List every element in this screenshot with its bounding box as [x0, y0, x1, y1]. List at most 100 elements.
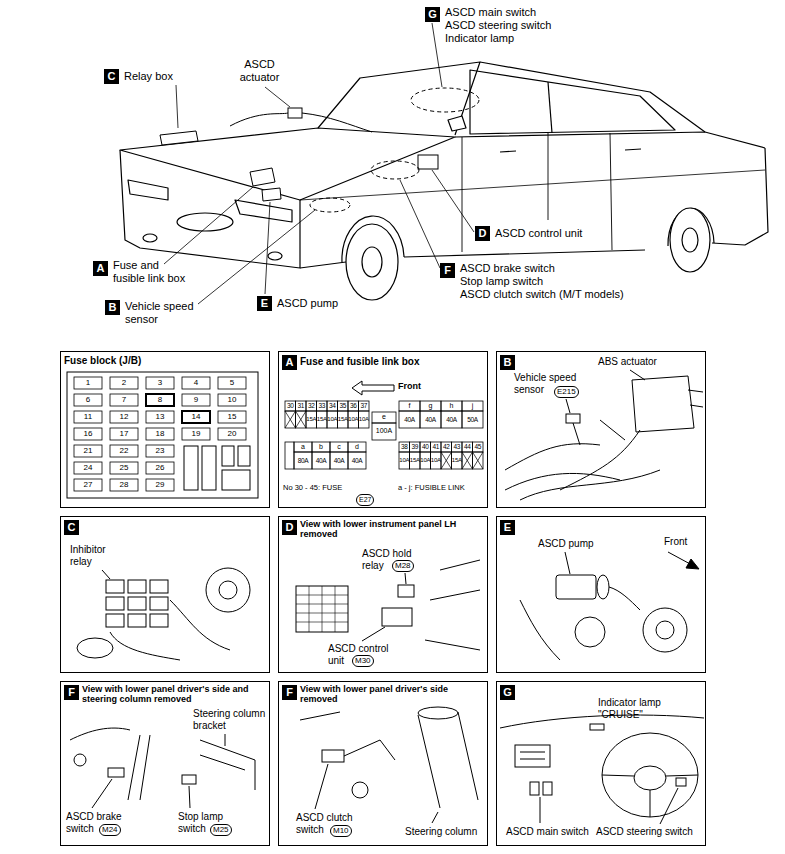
fuse-table-cell: 43	[452, 443, 463, 450]
car-body	[670, 208, 710, 272]
callout-label: ASCD steering switch	[445, 19, 551, 32]
fuse-table-cell: j	[462, 402, 483, 410]
car-body	[480, 62, 705, 132]
callout-letter-box: F	[64, 685, 79, 700]
part-label: Steering column bracket	[193, 708, 268, 731]
callout-letter: C	[104, 69, 119, 84]
fuse-cell	[441, 411, 462, 428]
fuse-cell	[110, 394, 138, 406]
fuse-table-cell: 100A	[372, 427, 396, 435]
fuse-table-cell: g	[420, 402, 441, 410]
blank-fuse-cross	[473, 452, 484, 469]
relay-box-view	[106, 580, 124, 593]
fuse-table-cell: 15A	[410, 457, 421, 464]
callout-label: Relay box	[124, 70, 173, 83]
fuse-cell	[74, 479, 102, 491]
pump-view	[556, 575, 596, 599]
callout-letter-box: D	[282, 520, 297, 535]
abs-view	[630, 370, 645, 380]
brake-switch-view	[128, 735, 150, 800]
part-label: ASCD actuator	[232, 58, 287, 83]
control-unit-view	[296, 586, 348, 632]
fuse-cell	[110, 462, 138, 474]
fuse-number: 29	[146, 481, 174, 490]
callout-label: ASCD main switch	[445, 6, 536, 19]
steering-wheel-view	[543, 782, 552, 795]
fuse-cell	[146, 377, 174, 389]
callout-letter: F	[440, 263, 455, 278]
fuse-table-cell: 15A	[452, 457, 463, 464]
fuse-table-cell: 10A	[359, 416, 370, 423]
car-body	[362, 247, 382, 277]
fuse-cell	[110, 445, 138, 457]
callout-label: Fuse and fusible link box	[113, 259, 191, 284]
fuse-cell	[338, 401, 349, 411]
pump-view	[686, 559, 699, 569]
callout-letter-box: A	[282, 355, 297, 370]
fuse-cell	[312, 452, 330, 469]
fuse-number: 4	[182, 379, 210, 388]
fuse-table-cell: 10A	[431, 457, 442, 464]
panel-heading: Fuse and fusible link box	[300, 356, 419, 368]
fuse-number: 3	[146, 379, 174, 388]
leader-line	[164, 187, 253, 264]
fuse-table-cell: 80A	[294, 457, 312, 464]
steering-wheel-view	[540, 797, 541, 823]
connector-number: M10	[330, 825, 352, 837]
clutch-switch-view	[418, 707, 458, 719]
clutch-switch-view	[352, 782, 368, 798]
hidden-location-ellipse	[310, 198, 350, 212]
car-body	[712, 148, 768, 245]
clutch-switch-view	[322, 750, 344, 762]
pump-view	[656, 621, 674, 639]
brake-switch-view	[182, 775, 196, 784]
fuse-table-cell: 10A	[348, 416, 359, 423]
fuse-table-cell: 40A	[399, 416, 420, 423]
part-label: View with lower instrument panel LH remo…	[300, 519, 480, 540]
brake-switch-view	[92, 779, 190, 808]
fuse-table-cell: c	[330, 443, 348, 451]
callout-letter-box: F	[282, 685, 297, 700]
callout-letter: A	[93, 261, 108, 276]
clutch-switch-view	[300, 712, 395, 809]
pump-view	[575, 617, 605, 647]
connector-number: E27	[356, 494, 374, 506]
fuse-cell	[399, 452, 410, 469]
relay-box-view	[128, 614, 146, 627]
fuse-cell	[285, 411, 296, 428]
car-body	[462, 133, 612, 252]
callout-label: Stop lamp switch	[460, 275, 543, 288]
hidden-location-ellipse	[411, 88, 479, 112]
fuse-cell	[146, 428, 174, 440]
callout-label: ASCD brake switch	[460, 262, 555, 275]
view-panel: View with lower panel driver's side remo…	[278, 681, 488, 846]
callout-label: Indicator lamp	[445, 32, 514, 45]
fuse-cell	[410, 452, 421, 469]
blank-fuse-cross	[462, 452, 473, 469]
fuse-number: 22	[110, 447, 138, 456]
part-label: Steering column	[405, 826, 477, 838]
relay-box-view	[102, 570, 230, 660]
steering-wheel-view	[602, 775, 698, 817]
fuse-cell	[431, 442, 442, 452]
fuse-table-cell: 35	[338, 402, 349, 409]
fuse-number: 10	[218, 396, 246, 405]
relay-box-view	[128, 597, 146, 610]
fuse-table-cell: 37	[359, 402, 370, 409]
fuse-cell	[317, 401, 328, 411]
part-label: ASCD main switch	[506, 826, 589, 838]
control-unit-view	[296, 586, 348, 632]
fuse-cell	[296, 401, 307, 411]
part-label: View with lower panel driver's side remo…	[300, 684, 480, 705]
component-outline	[262, 188, 281, 201]
fuse-table-cell: a - j: FUSIBLE LINK	[398, 484, 465, 492]
component-outline	[250, 168, 275, 186]
callout-letter: D	[475, 226, 490, 241]
pump-view	[609, 587, 640, 610]
brake-switch-view	[70, 728, 130, 740]
fuse-number: 19	[182, 430, 210, 439]
fuse-cell	[146, 445, 174, 457]
car-body	[470, 70, 675, 134]
fuse-table-cell: 10A	[420, 457, 431, 464]
